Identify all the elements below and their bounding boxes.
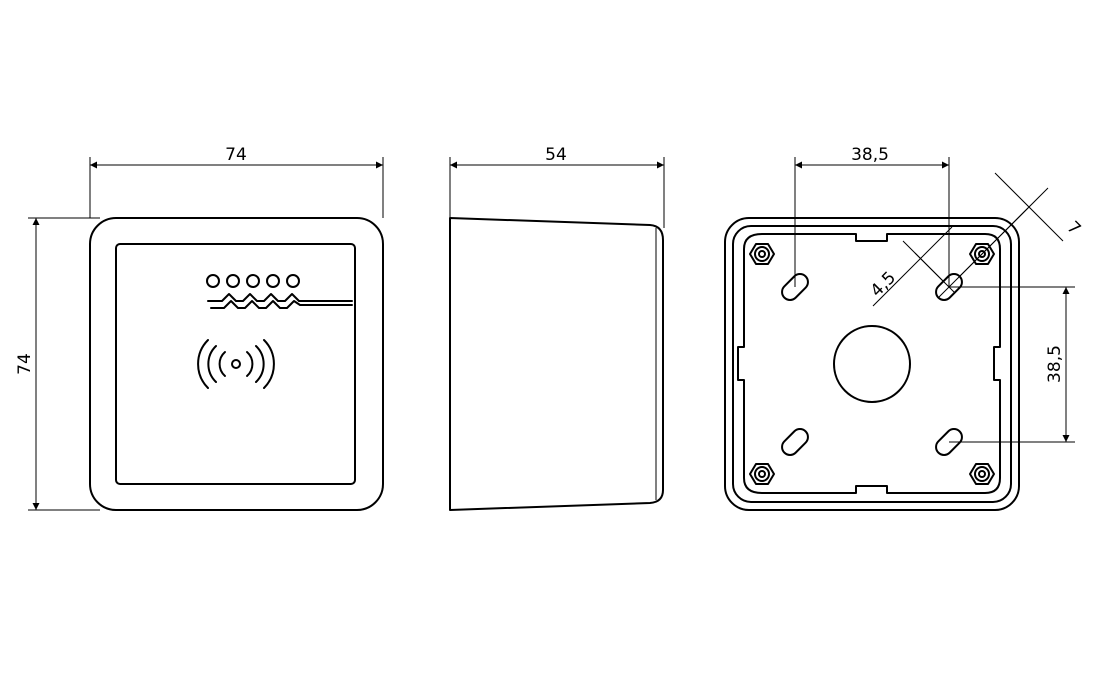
back-vertical-spacing-label: 38,5 [1045,345,1065,383]
back-inner-outline [732,225,1012,503]
back-rim-wall [737,233,1001,494]
front-height-label: 74 [15,353,35,375]
wave-logo-icon [207,293,353,309]
side-depth-label: 54 [545,145,567,165]
cable-entry-hole [833,325,911,403]
front-panel [115,243,356,485]
back-view [724,217,1020,511]
back-horizontal-spacing-dimension: 38,5 [794,145,950,287]
side-housing-outline [449,217,664,511]
mounting-slot [781,273,963,456]
screw-icon [749,243,995,485]
contactless-rfid-icon [197,339,275,389]
led-indicator-icon [206,274,300,288]
slot-width-label: 4,5 [867,268,900,301]
slot-length-label: 7 [1063,218,1085,240]
side-view [449,217,664,511]
front-housing-outline [89,217,384,511]
back-horizontal-spacing-label: 38,5 [851,145,889,165]
front-view [89,217,384,511]
side-depth-dimension: 54 [449,145,665,228]
front-width-label: 74 [225,145,247,165]
front-width-dimension: 74 [89,145,384,218]
back-outer-outline [724,217,1020,511]
back-vertical-spacing-dimension: 38,5 [949,286,1075,443]
front-height-dimension: 74 [15,217,100,511]
